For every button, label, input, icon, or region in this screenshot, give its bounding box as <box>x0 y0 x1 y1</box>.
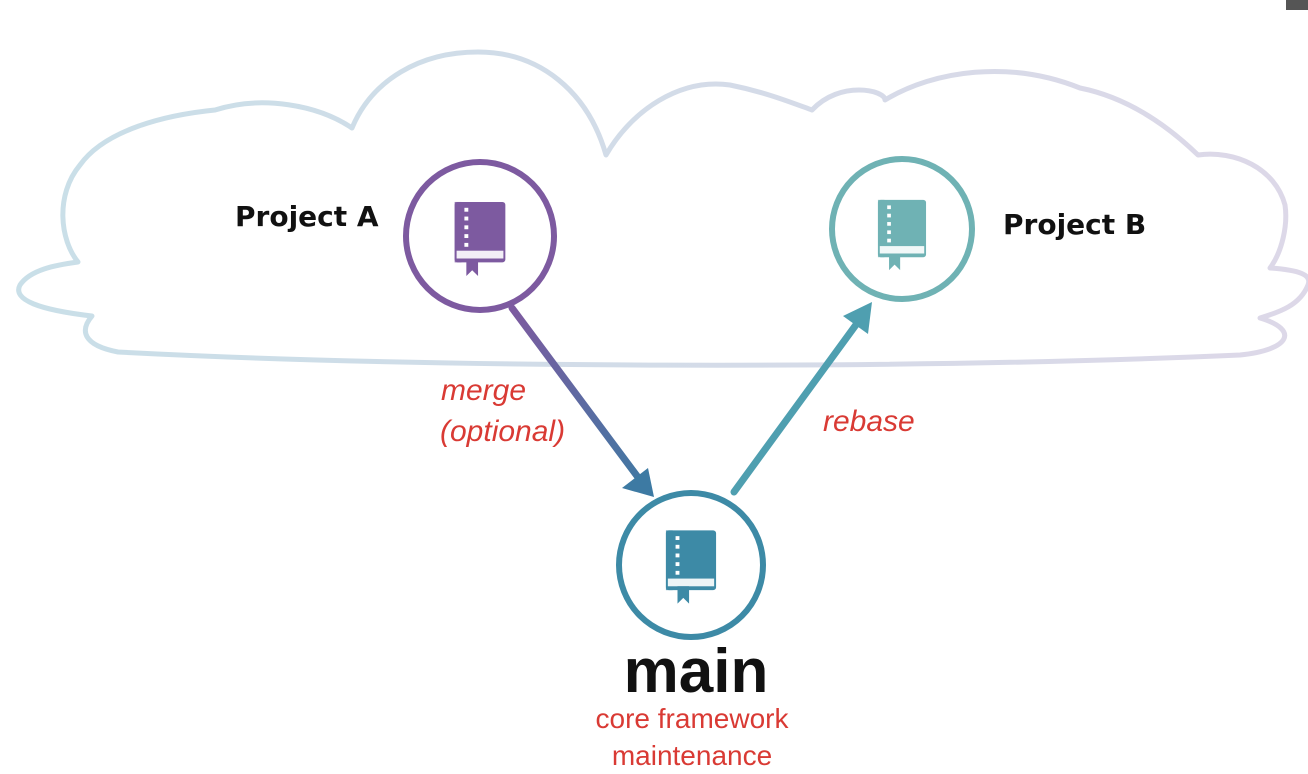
main-sublabel-line1: core framework <box>596 703 790 734</box>
main-label: main <box>624 637 769 706</box>
project-a-node[interactable] <box>403 159 558 313</box>
merge-arrow <box>508 304 654 497</box>
window-corner-marker <box>1286 0 1308 10</box>
rebase-arrow <box>730 302 872 496</box>
merge-optional-label: (optional) <box>440 415 565 448</box>
main-sublabel-line2: maintenance <box>612 740 772 771</box>
merge-label: merge <box>441 374 526 407</box>
project-a-label: Project A <box>235 200 379 233</box>
cloud-shape <box>16 49 1308 368</box>
rebase-label: rebase <box>823 405 915 438</box>
project-b-node[interactable] <box>829 156 975 302</box>
main-node[interactable] <box>616 490 766 640</box>
project-b-label: Project B <box>1003 208 1146 241</box>
